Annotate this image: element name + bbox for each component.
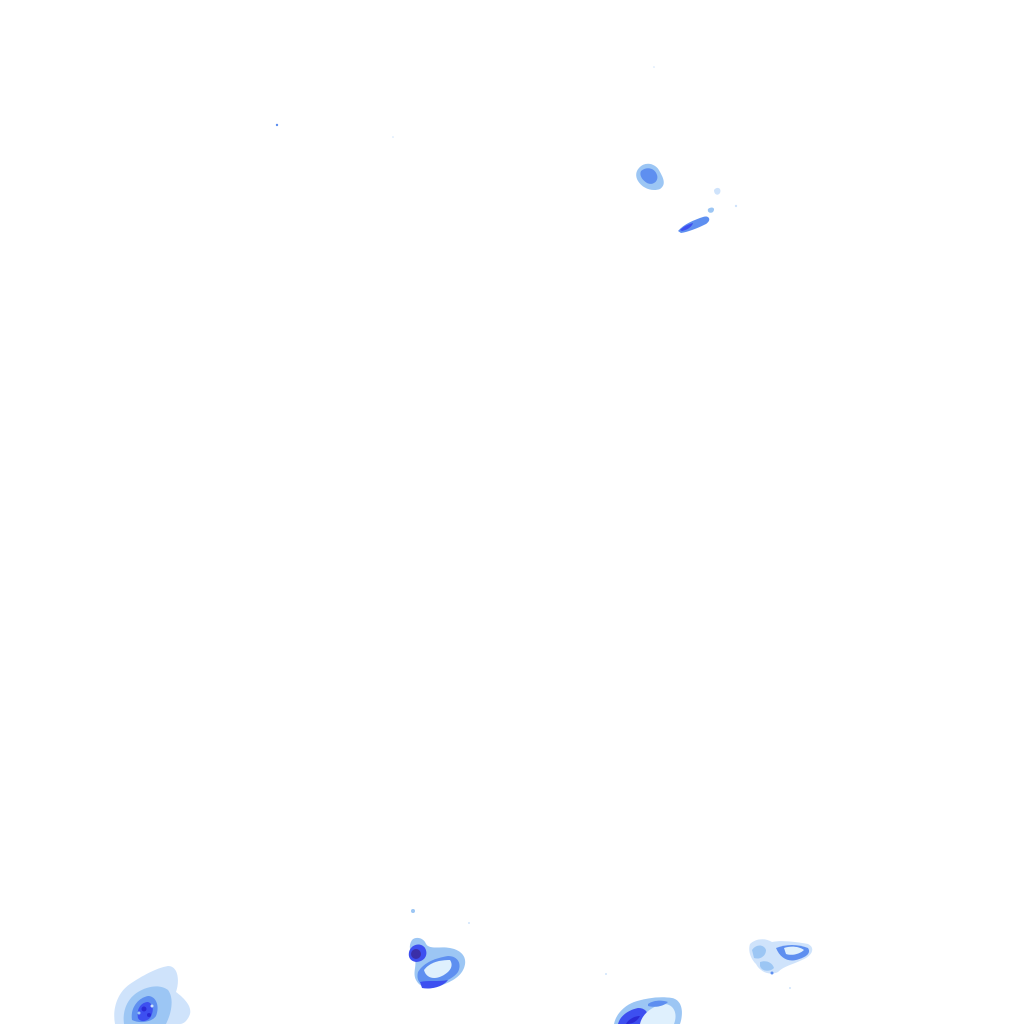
echo-cell-south-west: [114, 966, 191, 1024]
echo-cell-south-center: [408, 937, 466, 989]
echo-cell-south-mid: [614, 997, 682, 1024]
radar-noise-specks: [275, 66, 791, 989]
echo-band-north-east: [678, 187, 721, 233]
echo-cell-south-east: [749, 939, 813, 975]
echo-cell-north: [636, 163, 664, 191]
